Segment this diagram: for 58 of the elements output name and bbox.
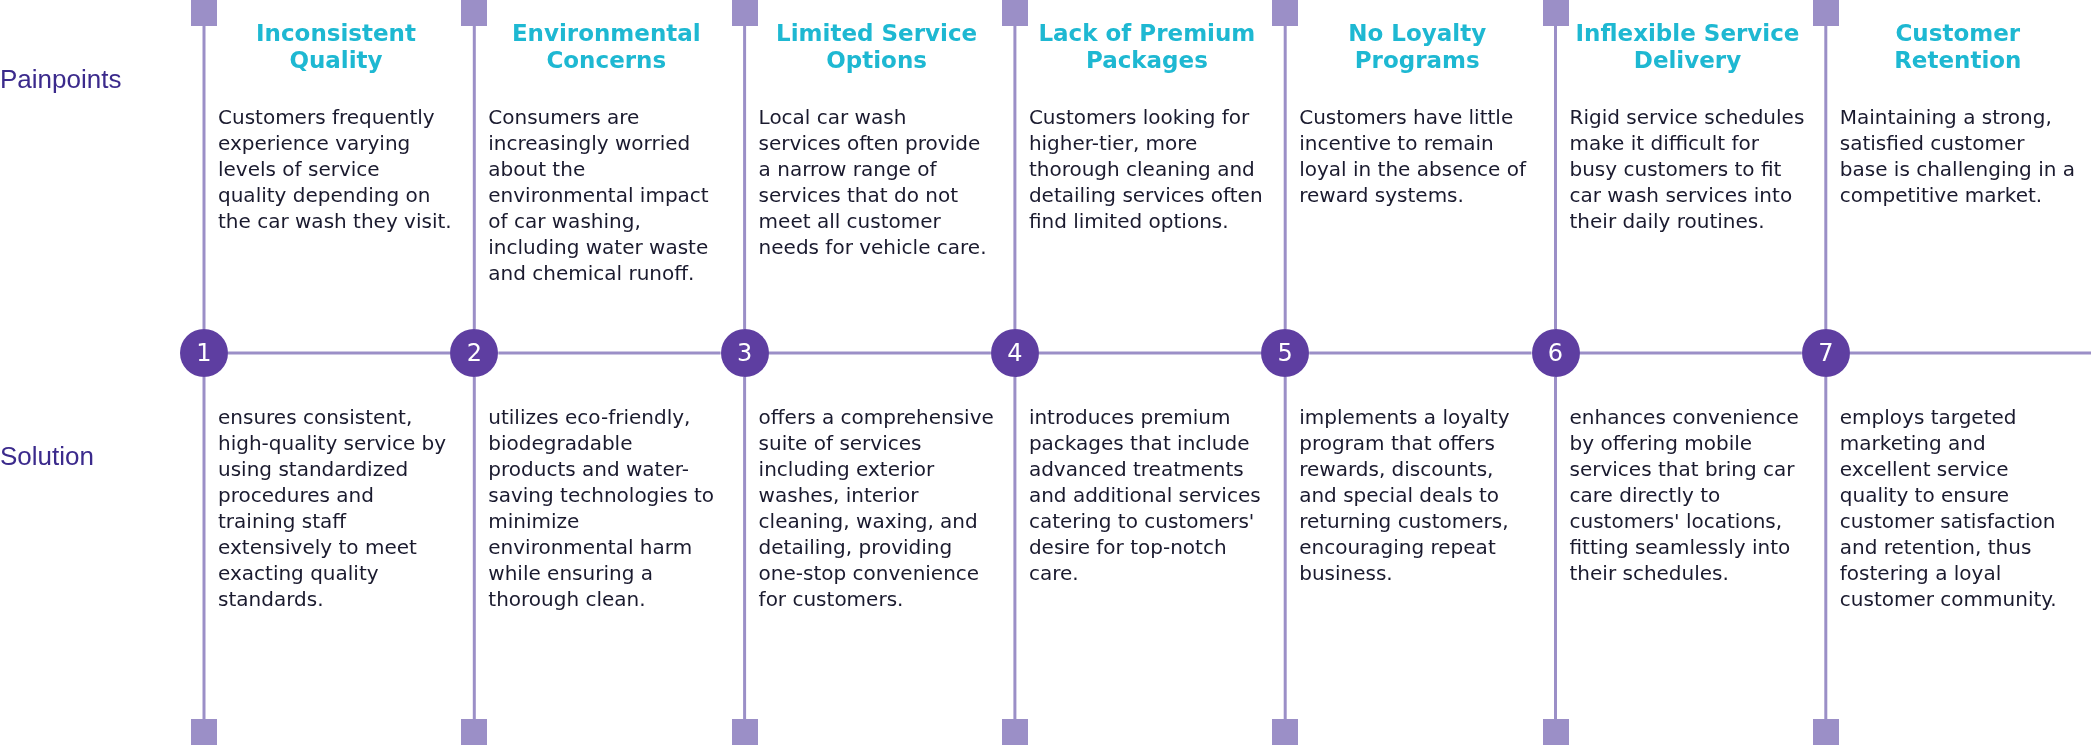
painpoint-text: Consumers are increasingly worried about the environmental impact of car washing, including water waste and chemical runoff. bbox=[488, 104, 710, 286]
connector-line bbox=[1013, 377, 1017, 719]
solution-text: ensures consistent, high-quality service by using standardized procedures and training staff extensively to meet exacting quality standards. bbox=[218, 404, 454, 612]
painpoint-heading: Customer Retention bbox=[1893, 20, 2023, 74]
square-marker bbox=[1272, 719, 1299, 745]
square-marker bbox=[1542, 0, 1569, 26]
connector-line bbox=[1283, 377, 1287, 719]
solution-text: utilizes eco-friendly, biodegradable products and water-saving technologies to minimize environmental harm while ensuring a thorough clean. bbox=[488, 404, 725, 612]
connector-line bbox=[472, 26, 476, 329]
square-marker bbox=[191, 719, 217, 745]
connector-line bbox=[1283, 26, 1287, 329]
square-marker bbox=[1542, 719, 1569, 745]
square-marker bbox=[731, 719, 758, 745]
connector-line bbox=[202, 377, 206, 719]
connector-line bbox=[1309, 351, 1532, 355]
solution-text: enhances convenience by offering mobile services that bring car care directly to customers' locations, fitting seamlessly into their schedules. bbox=[1569, 404, 1806, 586]
connector-line bbox=[498, 351, 721, 355]
painpoint-text: Maintaining a strong, satisfied customer base is challenging in a competitive market. bbox=[1839, 104, 2076, 208]
connector-line bbox=[1554, 377, 1557, 719]
connector-line bbox=[743, 26, 747, 329]
connector-line bbox=[743, 377, 747, 719]
square-marker bbox=[1001, 0, 1028, 26]
connector-line bbox=[1849, 351, 2091, 355]
painpoint-text: Customers looking for higher-tier, more thorough cleaning and detailing services often find limited options. bbox=[1028, 104, 1264, 234]
painpoint-text: Customers have little incentive to remain loyal in the absence of reward systems. bbox=[1299, 104, 1528, 208]
square-marker bbox=[1812, 0, 1839, 26]
solution-text: employs targeted marketing and excellent service quality to ensure customer satisfaction and retention, thus fostering a loyal customer community. bbox=[1839, 404, 2076, 612]
connector-line bbox=[228, 351, 451, 355]
connector-line bbox=[1554, 26, 1557, 329]
square-marker bbox=[461, 0, 488, 26]
painpoint-heading: Lack of Premium Packages bbox=[1037, 20, 1257, 74]
connector-line bbox=[1579, 351, 1802, 355]
solution-text: introduces premium packages that include advanced treatments and additional services catering to customers' desire for top-notch care. bbox=[1028, 404, 1265, 586]
connector-line bbox=[202, 26, 206, 329]
row-label: Painpoints bbox=[0, 64, 122, 94]
painpoint-heading: No Loyalty Programs bbox=[1347, 20, 1488, 74]
row-label: Solution bbox=[0, 441, 94, 471]
connector-line bbox=[472, 377, 476, 719]
painpoint-heading: Limited Service Options bbox=[775, 20, 979, 74]
connector-line bbox=[768, 351, 991, 355]
square-marker bbox=[191, 0, 217, 26]
solution-text: offers a comprehensive suite of services including exterior washes, interior cleaning, waxing, and detailing, providing one-stop convenience for customers. bbox=[758, 404, 995, 612]
square-marker bbox=[731, 0, 758, 26]
connector-line bbox=[1038, 351, 1262, 355]
painpoint-text: Rigid service schedules make it difficult for busy customers to fit car wash services into their daily routines. bbox=[1569, 104, 1806, 234]
painpoint-text: Customers frequently experience varying levels of service quality depending on the car wash they visit. bbox=[218, 104, 453, 234]
connector-line bbox=[1824, 377, 1828, 719]
solution-text: implements a loyalty program that offers rewards, discounts, and special deals to returning customers, encouraging repeat business. bbox=[1299, 404, 1536, 586]
square-marker bbox=[1001, 719, 1028, 745]
painpoint-heading: Inconsistent Quality bbox=[255, 20, 417, 74]
painpoint-heading: Inflexible Service Delivery bbox=[1574, 20, 1801, 74]
square-marker bbox=[461, 719, 488, 745]
square-marker bbox=[1812, 719, 1839, 745]
connector-line bbox=[1013, 26, 1017, 329]
painpoint-text: Local car wash services often provide a narrow range of services that do not meet all customer needs for vehicle care. bbox=[758, 104, 988, 260]
connector-line bbox=[1824, 26, 1828, 329]
square-marker bbox=[1272, 0, 1299, 26]
painpoint-heading: Environmental Concerns bbox=[510, 20, 702, 74]
